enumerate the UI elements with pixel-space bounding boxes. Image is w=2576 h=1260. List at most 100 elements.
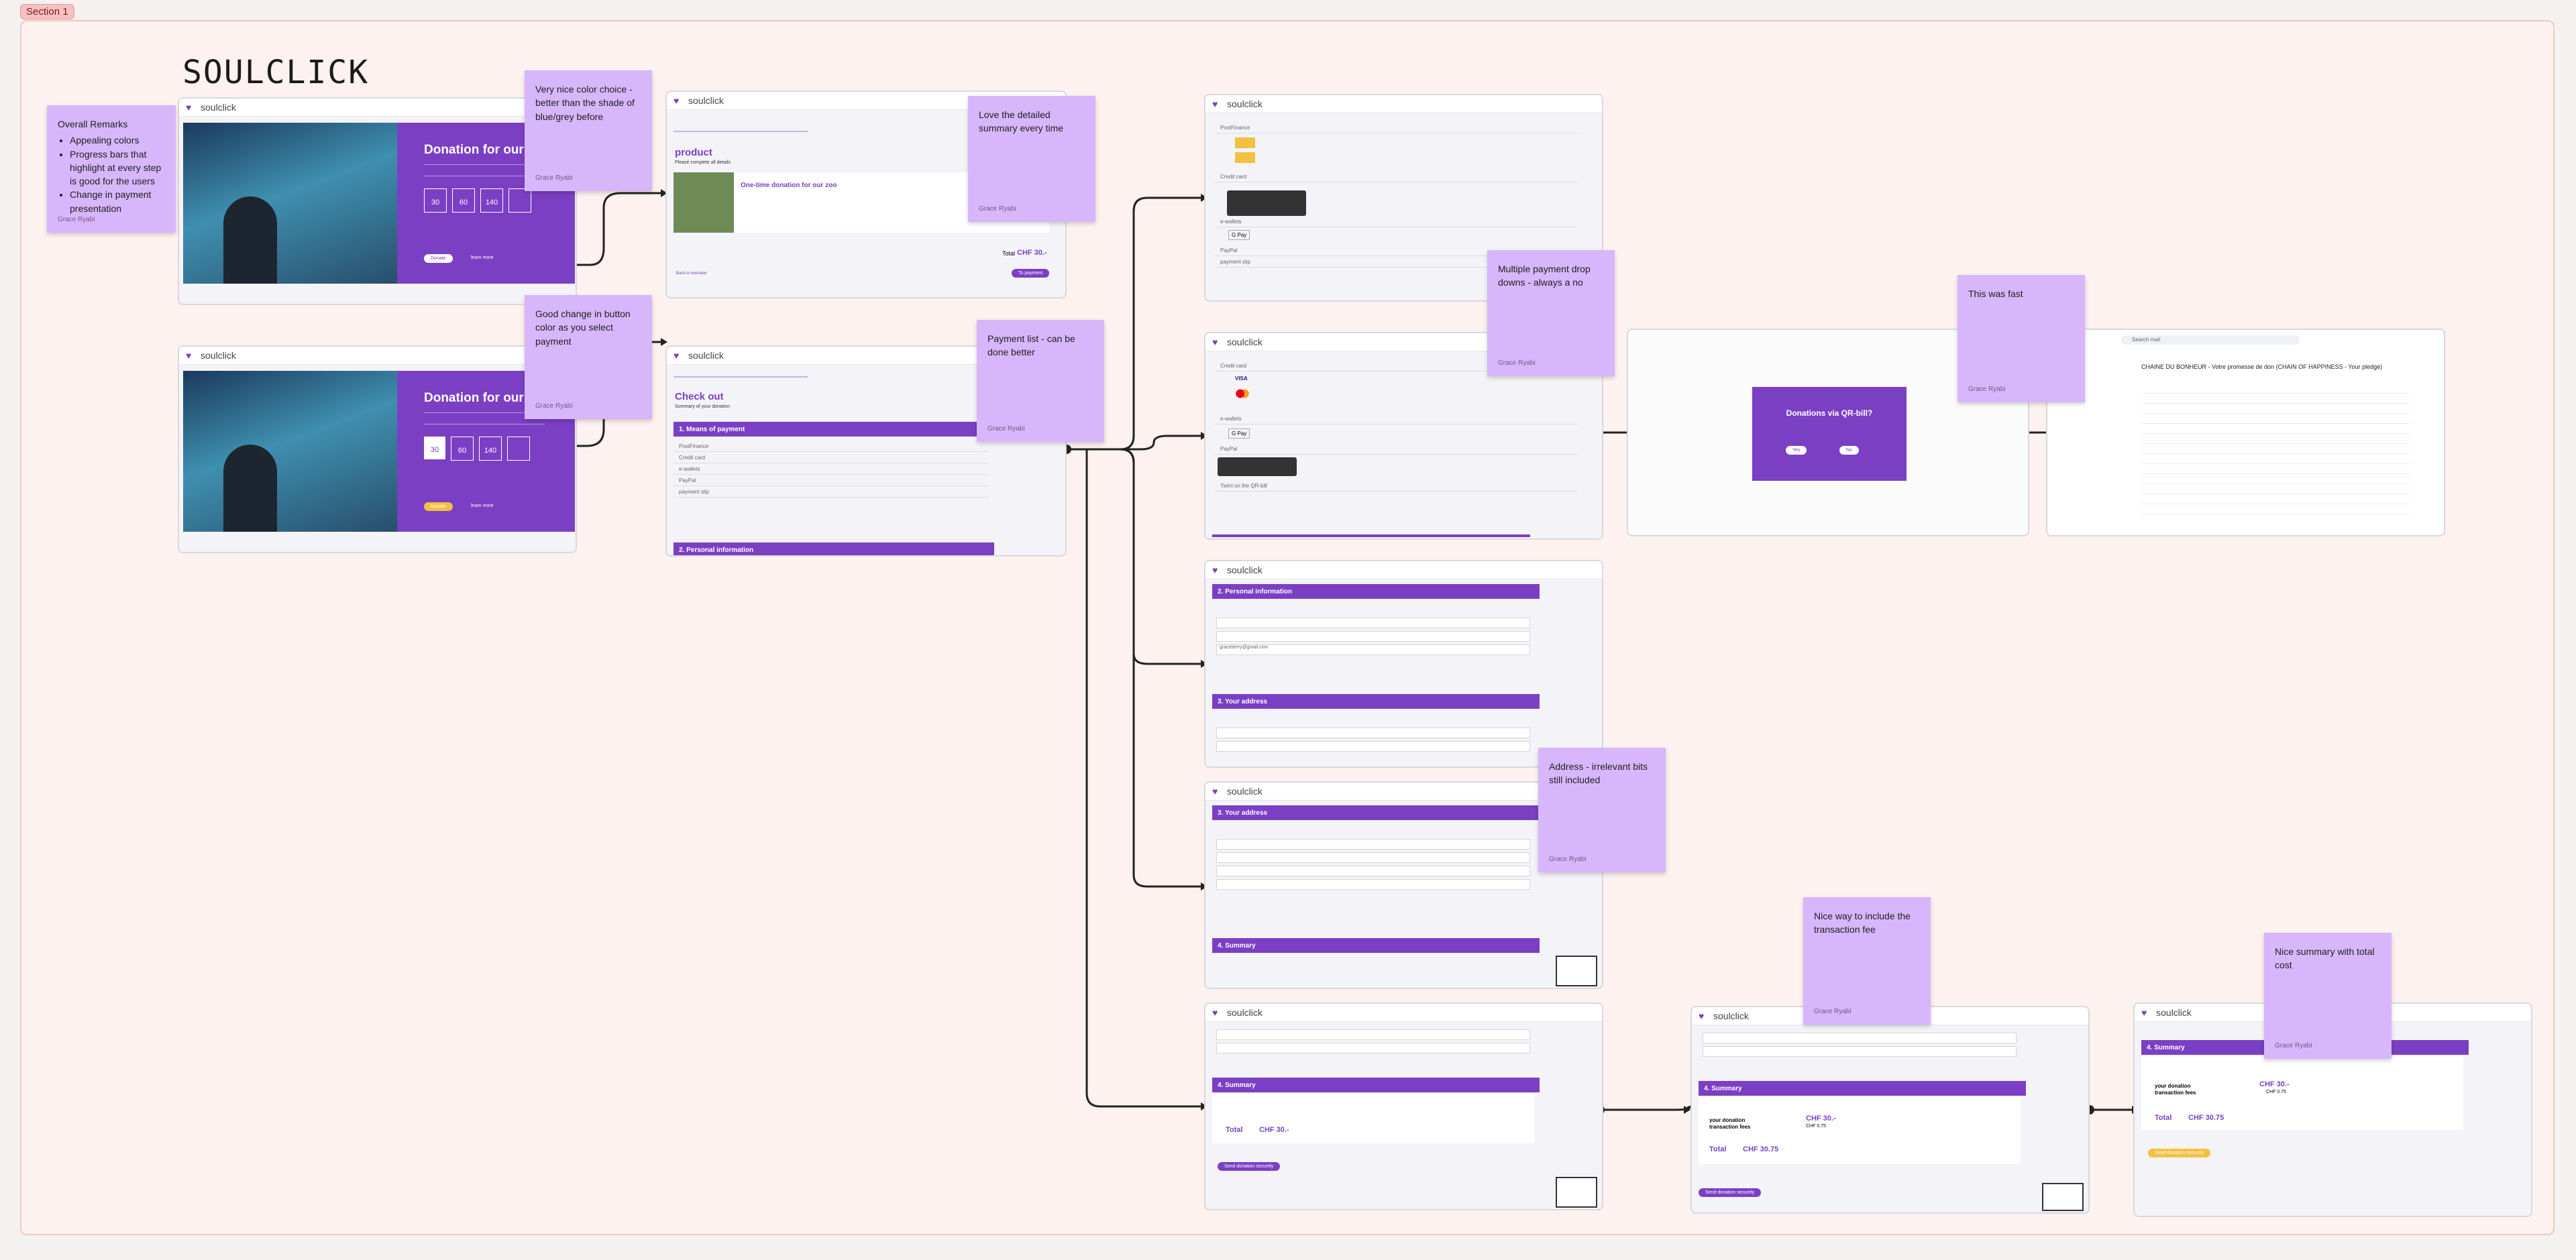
postfinance-logo <box>1235 152 1255 163</box>
country-select[interactable] <box>1216 879 1530 890</box>
email-subject: CHAINE DU BONHEUR - Votre promesse de do… <box>2141 363 2383 370</box>
payment-group[interactable]: Credit card <box>1215 360 1577 371</box>
tooltip <box>1218 457 1297 476</box>
payment-method-row[interactable]: Credit card <box>674 452 989 463</box>
payment-group[interactable]: payment slip <box>1215 256 1577 268</box>
sticky-note-total-cost[interactable]: Nice summary with total cost Grace Ryabi <box>2264 933 2392 1059</box>
section-bar-payment[interactable]: 1. Means of payment <box>674 422 994 437</box>
qr-option[interactable]: Twint on the QR-bill <box>1215 480 1577 492</box>
amount-custom[interactable] <box>508 188 531 213</box>
note-author: Grace Ryabi <box>1498 359 1536 367</box>
country-select[interactable] <box>1216 1043 1530 1053</box>
heart-logo-icon: ♥ <box>2141 1007 2147 1018</box>
address-line-field[interactable] <box>1216 741 1530 752</box>
section-bar-summary[interactable]: 4. Summary <box>1212 938 1540 953</box>
payment-group[interactable]: e-wallets <box>1215 216 1577 227</box>
to-payment-button[interactable]: To payment <box>1012 269 1050 278</box>
yes-button[interactable]: Yes <box>1786 446 1807 455</box>
heart-logo-icon: ♥ <box>1212 1007 1218 1018</box>
payment-method-row[interactable]: payment slip <box>674 486 989 498</box>
address-type-radios[interactable] <box>1216 827 1530 836</box>
screen-hero-selected: ♥soulclick Donation for our zoo 30 60 14… <box>178 345 577 553</box>
visitor-silhouette <box>223 445 277 532</box>
address-line-field[interactable] <box>1216 852 1530 863</box>
section-bar-personal[interactable]: 2. Personal information <box>674 542 994 555</box>
learn-more-link[interactable]: learn more <box>471 255 494 260</box>
donation-amount: CHF 30.- <box>2259 1080 2290 1088</box>
payment-method-row[interactable]: PostFinance <box>674 441 989 452</box>
section-bar-address[interactable]: 3. Your address <box>1212 694 1540 709</box>
address-type-radios[interactable] <box>1216 715 1530 725</box>
sticky-note-multiple-dropdowns[interactable]: Multiple payment drop downs - always a n… <box>1487 250 1615 376</box>
donate-button-active[interactable]: Donate <box>424 502 453 511</box>
payment-group[interactable]: PostFinance <box>1215 122 1577 133</box>
heart-logo-icon: ♥ <box>1212 337 1218 347</box>
sticky-note-detailed-summary[interactable]: Love the detailed summary every time Gra… <box>968 96 1095 222</box>
sticky-note-address[interactable]: Address - irrelevant bits still included… <box>1538 748 1666 872</box>
amount-option-selected[interactable]: 30 <box>424 437 445 459</box>
screen-qr-modal: Donations via QR-bill? Yes No <box>1627 329 2029 536</box>
section-bar <box>1212 534 1530 537</box>
payment-group[interactable]: Credit card <box>1215 171 1577 182</box>
amount-custom[interactable] <box>507 437 530 461</box>
sticky-note-color-choice[interactable]: Very nice color choice - better than the… <box>525 70 652 191</box>
amount-option[interactable]: 140 <box>479 437 502 461</box>
sticky-note-fast[interactable]: This was fast Grace Ryabi <box>1957 275 2085 402</box>
note-text: Nice summary with total cost <box>2275 946 2375 971</box>
back-link[interactable]: Back to overview <box>676 272 707 276</box>
note-title: Overall Remarks <box>58 119 128 129</box>
sticky-note-payment-list[interactable]: Payment list - can be done better Grace … <box>977 320 1104 442</box>
first-name-field[interactable] <box>1216 618 1530 628</box>
note-author: Grace Ryabi <box>535 402 573 410</box>
email-field[interactable]: graceberry@gmail.com <box>1216 644 1530 655</box>
fee-line-label: transaction fees <box>2155 1090 2196 1096</box>
note-author: Grace Ryabi <box>1549 855 1587 863</box>
amount-option[interactable]: 60 <box>452 188 475 213</box>
amount-option[interactable]: 60 <box>451 437 474 461</box>
send-donation-button[interactable]: Send donation securely <box>2148 1149 2211 1157</box>
app-header: ♥soulclick <box>1205 783 1602 801</box>
card-title: One-time donation for our zoo <box>741 182 837 189</box>
sticky-note-overall[interactable]: Overall Remarks Appealing colors Progres… <box>47 105 176 233</box>
zip-city-field[interactable] <box>1216 1029 1530 1040</box>
arrowhead <box>1684 1106 1690 1114</box>
board-title: SOULCLICK <box>182 54 370 91</box>
payment-method-row[interactable]: e-wallets <box>674 463 989 475</box>
payment-group[interactable]: PayPal <box>1215 245 1577 256</box>
amount-option[interactable]: 30 <box>424 188 447 213</box>
gpay-badge[interactable]: G Pay <box>1228 428 1250 439</box>
street-field[interactable] <box>1216 728 1530 738</box>
gpay-badge[interactable]: G Pay <box>1228 230 1250 240</box>
country-select[interactable] <box>1703 1046 2017 1057</box>
send-donation-button[interactable]: Send donation securely <box>1699 1188 1762 1197</box>
learn-more-link[interactable]: learn more <box>471 504 494 508</box>
donate-button[interactable]: Donate <box>424 254 453 263</box>
payment-group[interactable]: PayPal <box>1215 443 1577 455</box>
total-value: CHF 30.75 <box>1743 1145 1779 1153</box>
section-label[interactable]: Section 1 <box>20 4 74 19</box>
section-bar-address[interactable]: 3. Your address <box>1212 805 1540 820</box>
hero-text <box>424 412 545 424</box>
payment-method-row[interactable]: PayPal <box>674 475 989 486</box>
heart-logo-icon: ♥ <box>674 95 680 106</box>
zip-city-field[interactable] <box>1216 866 1530 876</box>
zip-city-field[interactable] <box>1703 1033 2017 1043</box>
no-button[interactable]: No <box>1839 446 1859 455</box>
note-text: This was fast <box>1968 288 2023 299</box>
search-mail-input[interactable]: Search mail <box>2121 335 2300 345</box>
visa-logo: VISA <box>1235 376 1248 382</box>
sticky-note-transaction-fee[interactable]: Nice way to include the transaction fee … <box>1803 897 1931 1025</box>
summary-card: Total CHF 30.- <box>1212 1094 1534 1143</box>
amount-option[interactable]: 140 <box>480 188 503 213</box>
street-field[interactable] <box>1216 839 1530 850</box>
last-name-field[interactable] <box>1216 631 1530 642</box>
aquarium-photo <box>183 123 399 284</box>
section-bar-personal[interactable]: 2. Personal information <box>1212 584 1540 599</box>
send-donation-button[interactable]: Send donation securely <box>1218 1162 1281 1171</box>
salutation-radios[interactable] <box>1216 606 1530 615</box>
section-bar-summary[interactable]: 4. Summary <box>1212 1078 1540 1092</box>
payment-group[interactable]: e-wallets <box>1215 413 1577 424</box>
sticky-note-button-change[interactable]: Good change in button color as you selec… <box>525 295 652 419</box>
section-bar-summary[interactable]: 4. Summary <box>1699 1081 2026 1096</box>
mastercard-logo <box>1235 389 1250 398</box>
